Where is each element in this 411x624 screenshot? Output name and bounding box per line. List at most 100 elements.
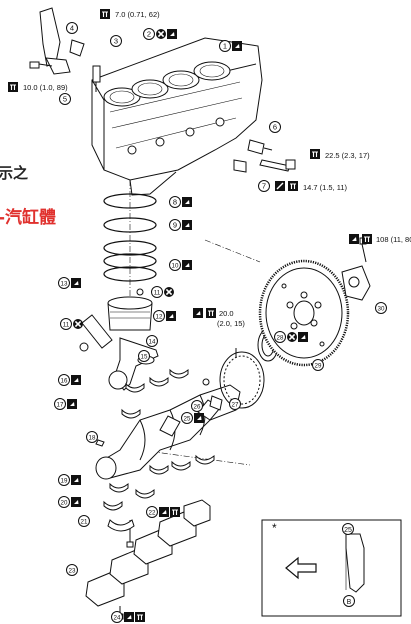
callout-number: 2 — [147, 30, 151, 39]
torque-flywheel: 108 (11, 80) — [376, 235, 411, 244]
thrust-parts — [202, 378, 223, 411]
detail-callout-25: 25 — [344, 527, 352, 534]
callout-24: 24 — [111, 611, 146, 623]
torque-bolt6: 22.5 (2.3, 17) — [325, 151, 370, 160]
oil-icon — [167, 29, 177, 39]
detail-box: * 25 B — [261, 519, 402, 617]
wrench-icon — [169, 506, 181, 518]
torque-piston-b: (2.0, 15) — [217, 319, 245, 328]
callout-27: 27 — [229, 398, 241, 410]
x-icon — [155, 28, 167, 40]
callout-number: 25 — [184, 416, 191, 423]
callout-number: 22 — [149, 510, 156, 517]
callout-number: 18 — [89, 435, 96, 442]
callout-number: 9 — [173, 221, 177, 230]
callout-number: 1 — [223, 42, 227, 51]
callout-number: 23 — [69, 568, 76, 575]
oil-icon — [71, 375, 81, 385]
rod-cap — [107, 519, 135, 532]
oil-icon — [182, 197, 192, 207]
callout-29: 29 — [312, 359, 324, 371]
callout-layer: 1234567891011111213141516171819202122232… — [54, 22, 387, 623]
callout-number: 13 — [61, 281, 68, 288]
callout-14: 14 — [146, 335, 158, 347]
callout-3: 3 — [110, 35, 122, 47]
callout-number: 27 — [232, 402, 239, 409]
callout-number: 19 — [61, 478, 68, 485]
torque-piston-a: 20.0 — [219, 309, 234, 318]
oil-jet-bracket — [39, 7, 71, 75]
callout-9: 9 — [169, 219, 192, 231]
oil-icon — [182, 260, 192, 270]
callout-22: 22 — [146, 506, 181, 518]
reinforcement-plate — [341, 237, 371, 301]
torque-labels: 7.0 (0.71, 62) 10.0 (1.0, 89) 22.5 (2.3,… — [7, 8, 411, 328]
callout-21: 21 — [78, 515, 90, 527]
main-bearing-caps — [85, 499, 211, 607]
overlay-text-line1: 示之 — [0, 164, 28, 182]
callout-1: 1 — [219, 40, 242, 52]
callout-number: 17 — [57, 402, 64, 409]
cylinder-block — [91, 37, 263, 196]
x-icon — [286, 331, 298, 343]
callout-8: 8 — [169, 196, 192, 208]
torque-left: 10.0 (1.0, 89) — [23, 83, 68, 92]
callout-30: 30 — [375, 302, 387, 314]
detail-letter-b: B — [347, 599, 352, 606]
callout-10: 10 — [169, 259, 192, 271]
oil-icon — [71, 475, 81, 485]
callout-number: 29 — [315, 363, 322, 370]
x-icon — [72, 318, 84, 330]
oil-icon — [232, 41, 242, 51]
oil-icon — [182, 220, 192, 230]
torque-bolt7: 14.7 (1.5, 11) — [303, 183, 348, 192]
callout-12: 12 — [153, 310, 176, 322]
callout-15: 15 — [138, 350, 150, 362]
callout-number: 30 — [378, 306, 385, 313]
callout-number: 21 — [81, 519, 88, 526]
piston-pin — [81, 314, 113, 349]
front-arrow-icon — [285, 556, 317, 580]
callout-number: 3 — [114, 37, 118, 46]
callout-number: 15 — [141, 354, 148, 361]
callout-number: 11 — [63, 322, 70, 329]
oil-icon — [67, 399, 77, 409]
wrench-icon — [134, 611, 146, 623]
callout-20: 20 — [58, 496, 81, 508]
oil-icon — [124, 612, 134, 622]
callout-number: 8 — [173, 198, 177, 207]
thrust-bearing-detail — [345, 533, 365, 593]
callout-number: 11 — [154, 290, 161, 297]
piston — [107, 296, 153, 331]
callout-number: 7 — [262, 182, 266, 191]
callout-11: 11 — [151, 286, 175, 298]
callout-number: 28 — [277, 335, 284, 342]
callout-7: 7 — [258, 180, 270, 192]
callout-23: 23 — [66, 564, 78, 576]
callout-5: 5 — [59, 93, 71, 105]
overlay-text-line2: -汽缸體 — [0, 207, 56, 228]
callout-number: 4 — [70, 24, 74, 33]
signal-plate — [219, 348, 265, 409]
callout-number: 10 — [172, 263, 179, 270]
x-icon — [163, 286, 175, 298]
callout-number: 6 — [273, 123, 277, 132]
callout-number: 20 — [61, 500, 68, 507]
oil-icon — [159, 507, 169, 517]
oil-icon — [298, 332, 308, 342]
oil-icon — [194, 413, 204, 423]
crank-key — [95, 439, 105, 447]
callout-26: 26 — [191, 400, 203, 412]
callout-number: 26 — [194, 404, 201, 411]
bolt-6-7 — [233, 139, 296, 173]
callout-2: 2 — [143, 28, 177, 40]
callout-28: 28 — [274, 331, 308, 343]
oil-icon — [71, 497, 81, 507]
oil-icon — [71, 278, 81, 288]
callout-number: 16 — [61, 378, 68, 385]
callout-number: 14 — [149, 339, 156, 346]
callout-25: 25 — [181, 412, 204, 424]
torque-top: 7.0 (0.71, 62) — [115, 10, 160, 19]
detail-asterisk: * — [272, 521, 277, 535]
callout-number: 5 — [63, 95, 67, 104]
